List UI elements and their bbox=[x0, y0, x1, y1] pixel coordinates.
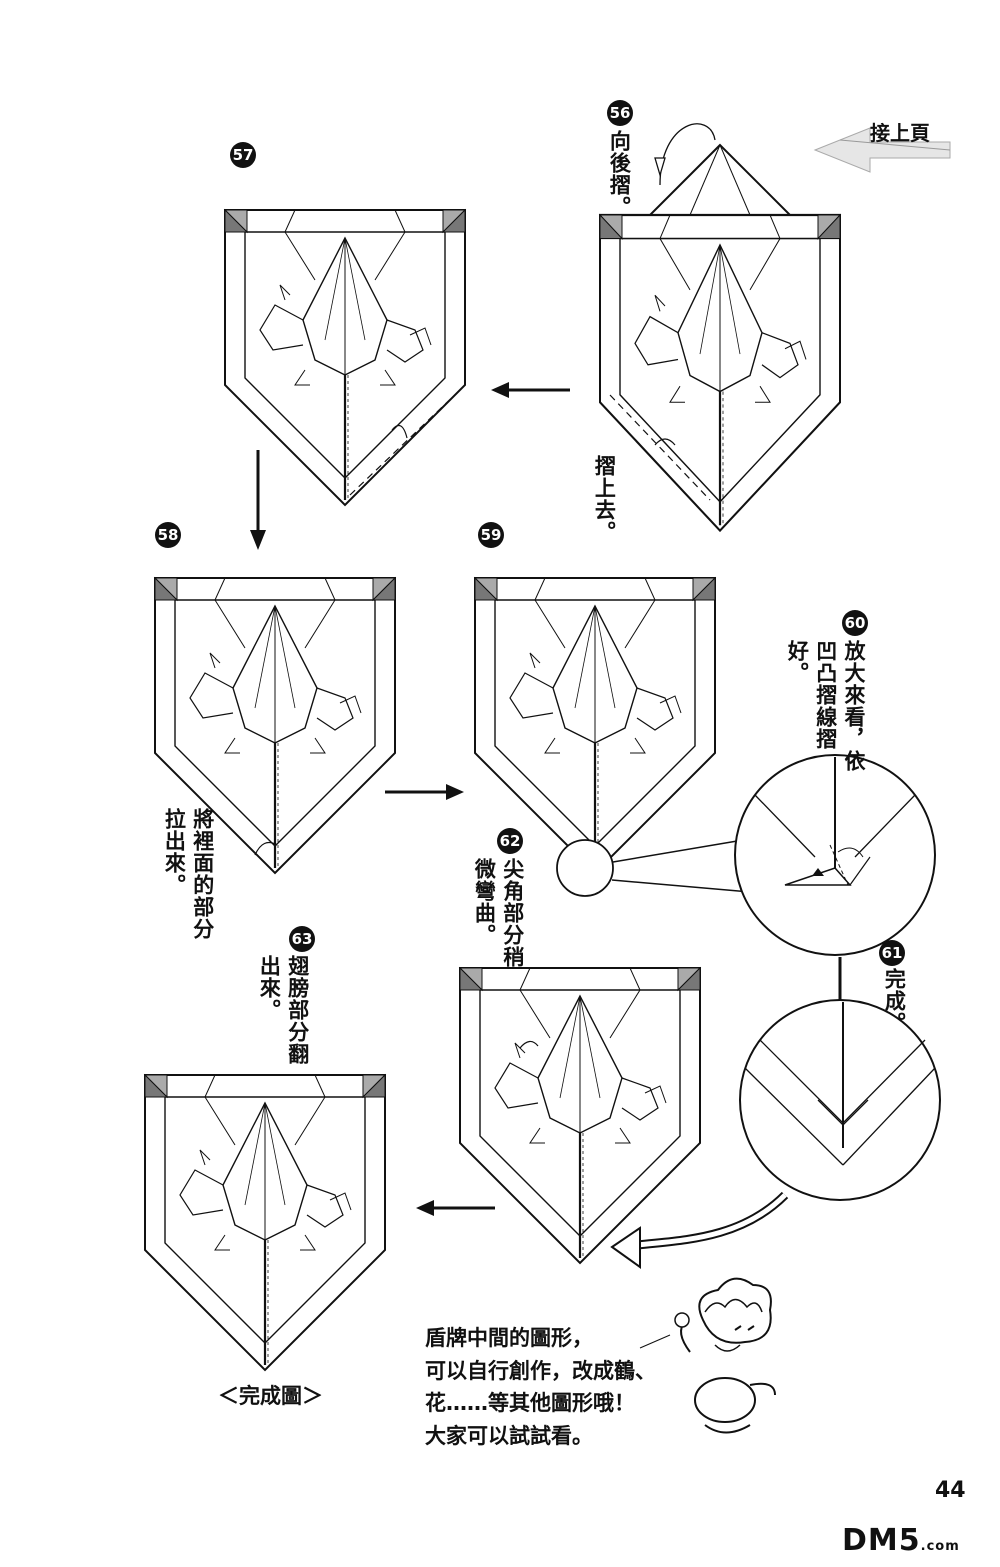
step-60-number: 60 bbox=[842, 610, 868, 636]
watermark: DM5.com bbox=[842, 1523, 960, 1558]
step-57-number: 57 bbox=[230, 142, 256, 168]
step-62-text: 尖角部分稍微彎曲。 bbox=[472, 858, 525, 968]
step-61-text: 完成。 bbox=[882, 968, 907, 1034]
step-56-text: 向後摺。 bbox=[607, 130, 632, 218]
step-61-number: 61 bbox=[879, 940, 905, 966]
step-62-number: 62 bbox=[497, 828, 523, 854]
speech-note: 盾牌中間的圖形， 可以自行創作，改成鶴、 花……等其他圖形哦！ 大家可以試試看。 bbox=[425, 1326, 656, 1448]
fold-up-text: 摺上去。 bbox=[592, 455, 617, 543]
step-63-figure bbox=[143, 1073, 387, 1372]
continue-label: 接上頁 bbox=[870, 121, 930, 145]
arrow-56-to-57 bbox=[489, 380, 572, 400]
step-60-text: 放大來看，依凹凸摺線摺好。 bbox=[785, 640, 867, 772]
step-58-number: 58 bbox=[155, 522, 181, 548]
speech-lines bbox=[639, 1334, 671, 1349]
step-59-number: 59 bbox=[478, 522, 504, 548]
step-61-zoom bbox=[739, 999, 941, 1201]
pull-out-text: 將裡面的部分拉出來。 bbox=[162, 808, 215, 940]
watermark-main: DM5 bbox=[842, 1523, 921, 1558]
step-62-figure bbox=[458, 966, 702, 1265]
arrow-61-to-62 bbox=[610, 1191, 789, 1269]
step-63-text: 翅膀部分翻出來。 bbox=[257, 955, 310, 1065]
page-number: 44 bbox=[935, 1478, 966, 1503]
step-56-figure bbox=[598, 123, 842, 532]
arrow-57-to-58 bbox=[248, 448, 268, 552]
character-illustration bbox=[674, 1277, 776, 1434]
arrow-58-to-59 bbox=[383, 782, 466, 802]
completed-label: ＜完成圖＞ bbox=[218, 1384, 323, 1408]
step-57-figure bbox=[223, 208, 467, 507]
watermark-suffix: .com bbox=[920, 1539, 960, 1554]
step-63-number: 63 bbox=[289, 926, 315, 952]
arrow-62-to-63 bbox=[414, 1198, 497, 1218]
continue-arrow bbox=[813, 127, 951, 173]
step-58-figure bbox=[153, 576, 397, 875]
step-56-number: 56 bbox=[607, 100, 633, 126]
step-59-figure bbox=[473, 576, 756, 897]
step-60-zoom bbox=[734, 754, 936, 956]
